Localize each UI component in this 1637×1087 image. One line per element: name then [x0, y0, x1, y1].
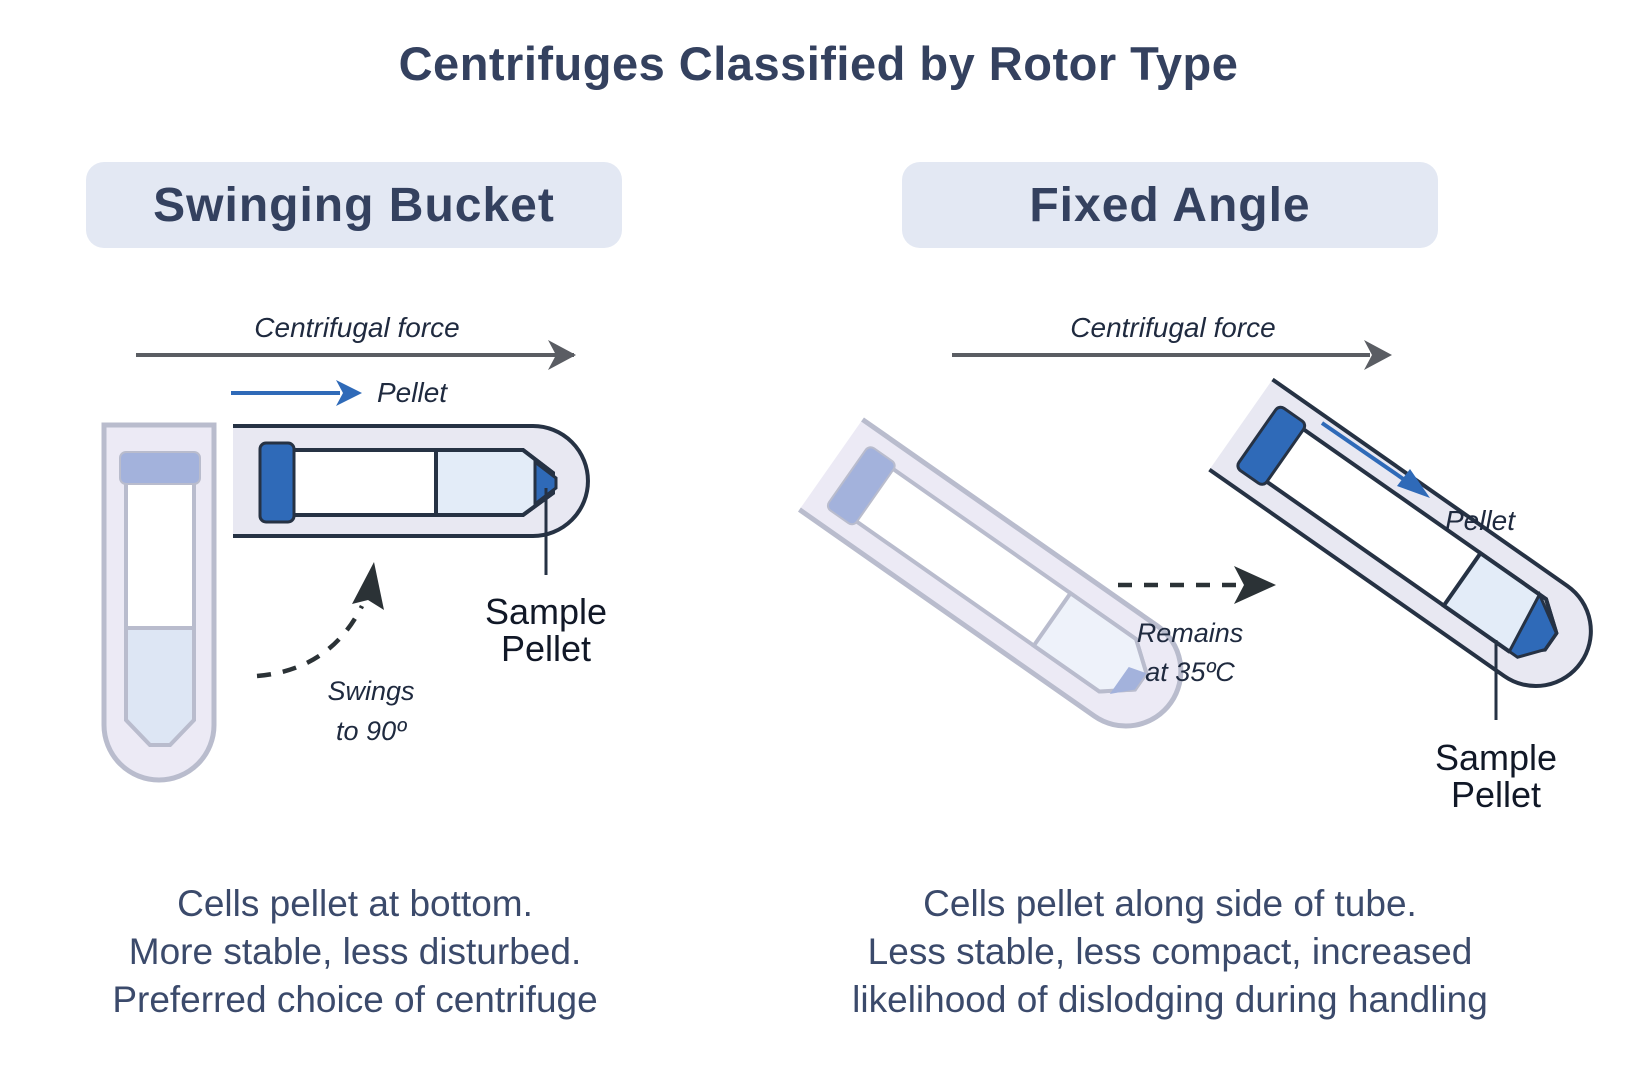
- page-title: Centrifuges Classified by Rotor Type: [398, 37, 1239, 90]
- swinging-bucket-heading-text: Swinging Bucket: [153, 178, 555, 232]
- right-desc-line-1: Cells pellet along side of tube.: [923, 883, 1417, 924]
- left-sample-label-1: Sample: [485, 591, 607, 632]
- right-pellet-arrowhead: [1397, 469, 1430, 498]
- swing-label-1: Swings: [327, 676, 414, 706]
- left-force-label: Centrifugal force: [254, 312, 459, 343]
- right-sample-label-1: Sample: [1435, 737, 1557, 778]
- fixed-angle-panel: Centrifugal force Remains at 35ºC Pellet: [797, 312, 1593, 815]
- vertical-tube: [101, 422, 217, 783]
- swing-dashed-arrow: [256, 604, 365, 679]
- right-force-label: Centrifugal force: [1070, 312, 1275, 343]
- right-force-arrowhead: [1364, 340, 1392, 370]
- left-desc-line-2: More stable, less disturbed.: [128, 931, 582, 972]
- remains-arrowhead: [1234, 566, 1276, 604]
- right-sample-label-2: Pellet: [1451, 774, 1541, 815]
- swing-arrowhead: [352, 562, 384, 610]
- horizontal-bucket: [233, 424, 590, 538]
- fixed-angle-heading-text: Fixed Angle: [1029, 178, 1311, 232]
- remains-label-1: Remains: [1137, 618, 1244, 648]
- left-force-arrowhead: [548, 340, 576, 370]
- swinging-bucket-heading: Swinging Bucket: [86, 162, 622, 248]
- left-sample-label-2: Pellet: [501, 628, 591, 669]
- right-pellet-arrow: [1320, 421, 1414, 487]
- fixed-tube-before: [797, 417, 1184, 729]
- fixed-angle-description: Cells pellet along side of tube. Less st…: [790, 880, 1550, 1024]
- right-desc-line-3: likelihood of dislodging during handling: [852, 979, 1488, 1020]
- remains-label-2: at 35ºC: [1145, 657, 1235, 687]
- swinging-bucket-description: Cells pellet at bottom. More stable, les…: [40, 880, 670, 1024]
- fixed-angle-heading: Fixed Angle: [902, 162, 1438, 248]
- right-desc-line-2: Less stable, less compact, increased: [867, 931, 1473, 972]
- left-pellet-arrowhead: [336, 380, 362, 406]
- left-pellet-label: Pellet: [377, 377, 448, 408]
- swing-label-2: to 90º: [336, 716, 407, 746]
- right-pellet-label: Pellet: [1445, 505, 1516, 536]
- left-desc-line-1: Cells pellet at bottom.: [177, 883, 533, 924]
- swinging-bucket-panel: Centrifugal force Pellet Sample Pellet: [101, 312, 607, 783]
- left-desc-line-3: Preferred choice of centrifuge: [112, 979, 598, 1020]
- fixed-tube-after: [1208, 377, 1593, 688]
